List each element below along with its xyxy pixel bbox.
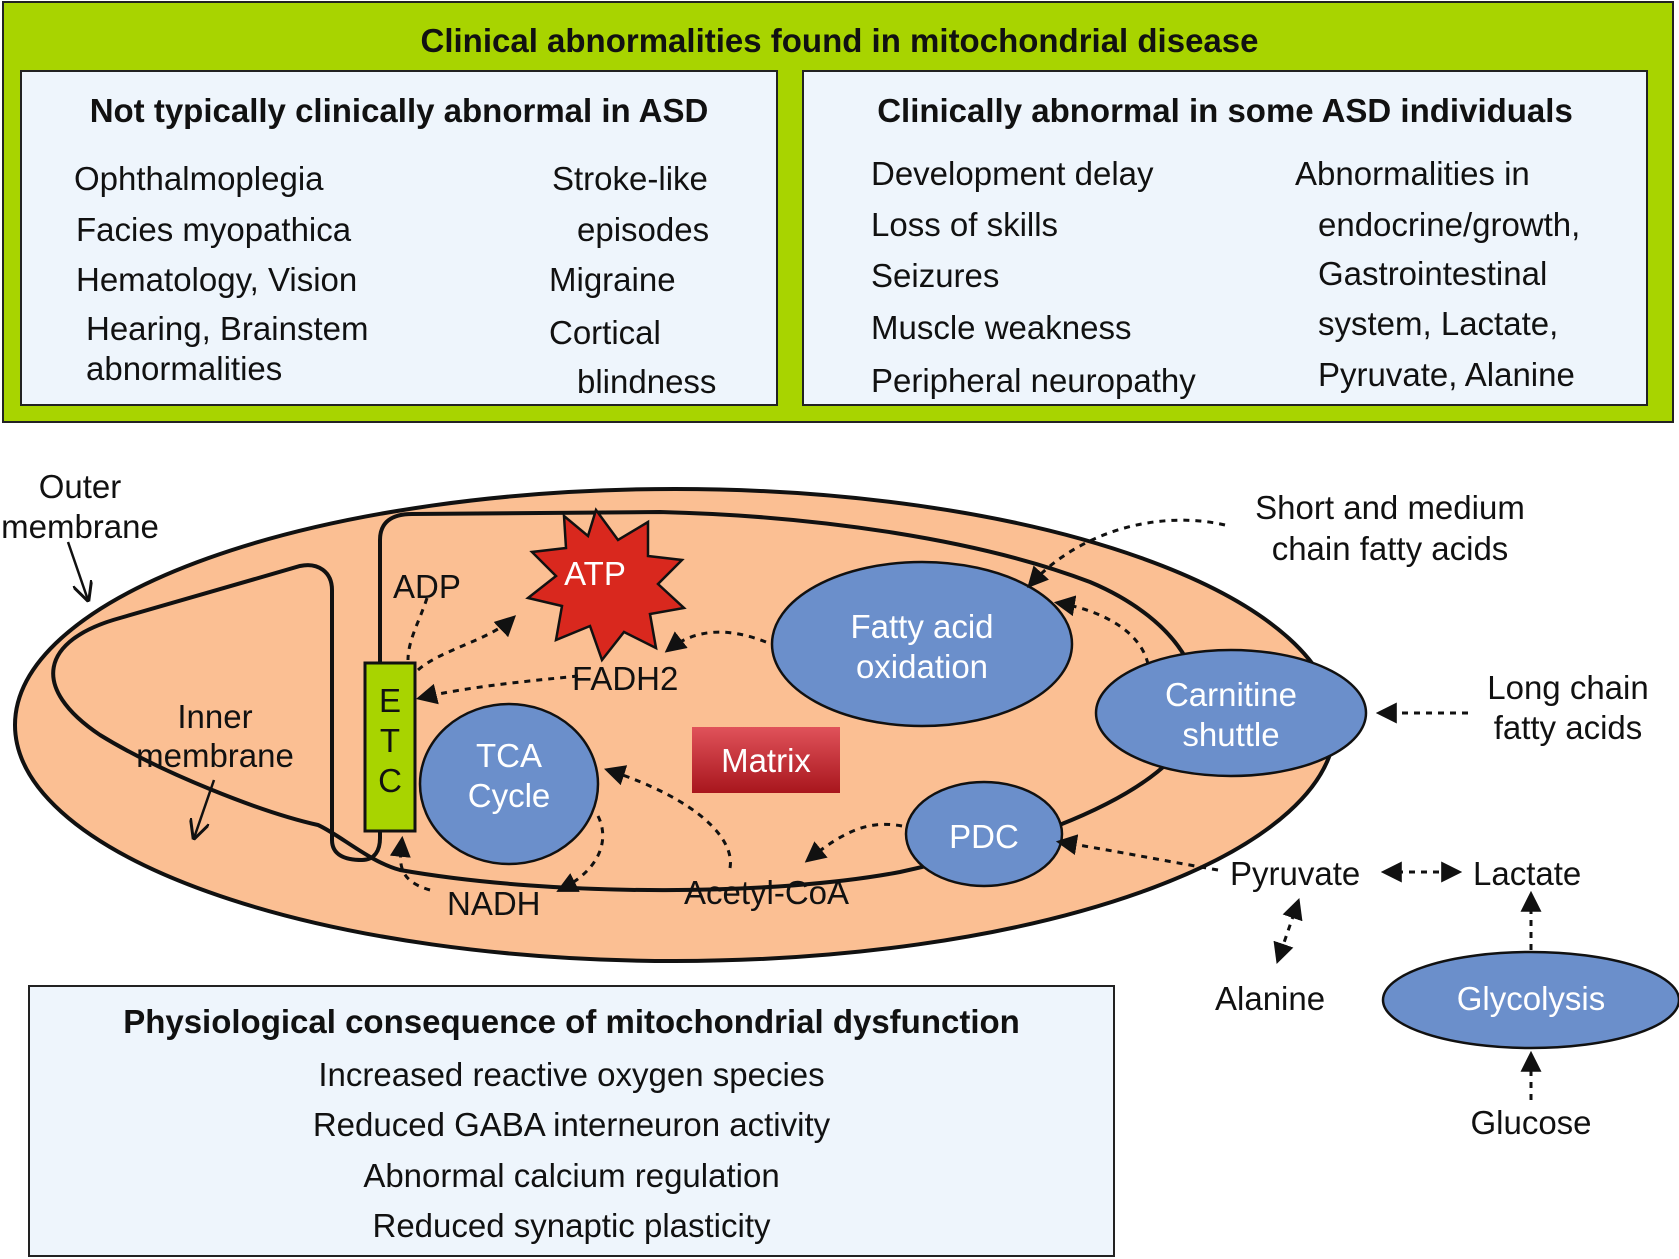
list-item: Abnormalities in	[1295, 155, 1530, 192]
list-item: Loss of skills	[871, 206, 1059, 243]
matrix-label: Matrix	[721, 742, 811, 779]
glycolysis-label: Glycolysis	[1456, 980, 1606, 1017]
list-item: blindness	[577, 363, 717, 400]
acetyl-coa-label: Acetyl-CoA	[684, 874, 850, 911]
atp-label: ATP	[564, 555, 626, 592]
long-chain-label: Long chain	[1487, 669, 1649, 706]
fatty-acid-oxidation-label: Fatty acid	[850, 608, 994, 645]
pdc-node	[904, 780, 1064, 888]
fadh2-label: FADH2	[572, 660, 679, 697]
list-item: endocrine/growth,	[1318, 206, 1581, 243]
inner-membrane-label: Inner	[177, 698, 253, 735]
glycolysis-node	[1381, 950, 1679, 1050]
list-item: Reduced GABA interneuron activity	[312, 1106, 831, 1143]
not-abnormal-panel	[20, 70, 778, 406]
list-item: Pyruvate, Alanine	[1318, 356, 1575, 393]
list-item: Stroke-like	[552, 160, 708, 197]
not-abnormal-title: Not typically clinically abnormal in ASD	[89, 92, 709, 129]
etc-complex	[363, 661, 417, 833]
lactate-label: Lactate	[1473, 855, 1582, 892]
list-item: Peripheral neuropathy	[871, 362, 1196, 399]
adp-label: ADP	[393, 568, 461, 605]
list-item: Ophthalmoplegia	[74, 160, 324, 197]
etc-letter: E	[378, 682, 401, 719]
outer-membrane-label: Outer	[38, 468, 122, 505]
list-item: Abnormal calcium regulation	[363, 1157, 780, 1194]
tca-label: TCA	[476, 737, 542, 774]
pyruvate-label: Pyruvate	[1230, 855, 1361, 892]
fatty-acid-oxidation-label: oxidation	[855, 648, 989, 685]
outer-membrane-label: membrane	[1, 508, 159, 545]
abnormal-in-some-panel	[802, 70, 1648, 406]
list-item: system, Lactate,	[1318, 305, 1559, 342]
inner-membrane-label: membrane	[136, 737, 294, 774]
nadh-label: NADH	[447, 885, 541, 922]
list-item: Seizures	[871, 257, 1000, 294]
list-item: Development delay	[871, 155, 1154, 192]
glucose-label: Glucose	[1470, 1104, 1592, 1141]
tca-cycle-node	[418, 702, 600, 866]
list-item: Gastrointestinal	[1318, 255, 1548, 292]
list-item: Facies myopathica	[76, 211, 352, 248]
etc-letter: T	[379, 722, 401, 759]
tca-label: Cycle	[467, 777, 551, 814]
list-item: Hematology, Vision	[76, 261, 358, 298]
carnitine-shuttle-label: shuttle	[1182, 716, 1280, 753]
list-item: Cortical	[549, 314, 661, 351]
matrix-box	[692, 727, 840, 793]
fatty-acid-oxidation-node	[770, 560, 1074, 728]
list-item: Migraine	[549, 261, 676, 298]
list-item: Muscle weakness	[871, 309, 1132, 346]
physiological-consequence-panel	[28, 985, 1115, 1257]
list-item: Reduced synaptic plasticity	[372, 1207, 771, 1244]
inner-membrane	[51, 509, 1200, 893]
list-item: Increased reactive oxygen species	[318, 1056, 825, 1093]
abnormal-in-some-title: Clinically abnormal in some ASD individu…	[877, 92, 1573, 129]
short-medium-label: chain fatty acids	[1271, 530, 1509, 567]
short-medium-label: Short and medium	[1255, 489, 1525, 526]
etc-letter: C	[378, 762, 402, 799]
atp-star	[525, 507, 687, 663]
physiological-consequence-title: Physiological consequence of mitochondri…	[123, 1003, 1020, 1040]
list-item: episodes	[577, 211, 710, 248]
list-item: Hearing, Brainstem	[86, 310, 369, 347]
carnitine-shuttle-node	[1094, 648, 1368, 778]
list-item: abnormalities	[86, 350, 283, 387]
pdc-label: PDC	[949, 818, 1019, 855]
long-chain-label: fatty acids	[1493, 709, 1643, 746]
alanine-label: Alanine	[1215, 980, 1326, 1017]
clinical-abnormalities-title: Clinical abnormalities found in mitochon…	[420, 22, 1259, 59]
carnitine-shuttle-label: Carnitine	[1164, 676, 1298, 713]
